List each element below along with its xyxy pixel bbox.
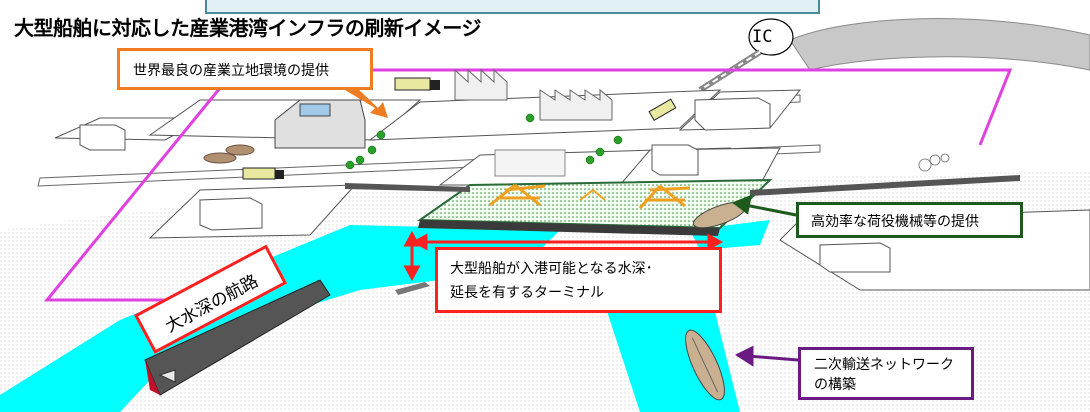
interchange-label: IC [752,27,773,47]
large-bulk-ship [144,279,331,396]
truck-right [648,98,677,122]
callout-terminal-line2: 延長を有するターミナル [450,285,604,301]
callout-arrow-orange [345,86,388,118]
office-building-lower [199,197,263,231]
warehouse-building [274,99,366,149]
callout-terminal-line1: 大型船舶が入港可能となる水深･ [450,261,653,277]
office-building-center-right [651,144,699,176]
conveyor-bridge-left [345,183,470,192]
callout-industrial-location-text: 世界最良の産業立地環境の提供 [133,63,329,79]
material-piles [203,144,255,164]
storage-tanks [494,149,566,177]
callout-terminal: 大型船舶が入港可能となる水深･ 延長を有するターミナル [435,247,722,313]
title-banner [205,0,820,14]
industrial-zone-boundary-left [43,87,222,302]
truck-top [394,77,440,91]
gantry-crane-left [489,183,546,207]
page-title: 大型船舶に対応した産業港湾インフラの刷新イメージ [14,16,482,40]
callout-arrow-purple [734,345,799,367]
industrial-zone-boundary-right [740,68,1013,146]
callout-cargo-handling-text: 高効率な荷役機械等の提供 [811,214,979,230]
callout-industrial-location: 世界最良の産業立地環境の提供 [117,48,373,90]
deep-water-channel [0,225,560,412]
callout-cargo-handling: 高効率な荷役機械等の提供 [796,202,1023,238]
terminal-depth-arrow [403,230,421,282]
callout-secondary-transport: 二次輸送ネットワーク の構築 [798,347,974,400]
interchange-icon [748,18,794,56]
expressway [789,18,1090,71]
factory-sawtooth-right [539,88,613,121]
gantry-crane-middle [579,189,606,201]
callout-secondary-line1: 二次輸送ネットワーク [814,357,954,373]
office-building-far-right [819,242,891,273]
terminal-length-arrow [411,233,724,251]
callout-secondary-line2: の構築 [814,377,856,393]
trees [345,113,623,170]
factory-sawtooth-left [454,68,508,101]
callout-arrow-green [731,194,797,217]
truck-left [242,167,284,180]
office-building-right [694,97,771,131]
conveyor-bridge-right [750,175,1020,196]
breakwater [395,282,430,295]
smoke-clouds [918,153,950,172]
gantry-crane-right [638,184,691,210]
feeder-ship [685,329,725,401]
terminal-wharf-edge [418,220,720,236]
office-building-left [79,124,126,151]
